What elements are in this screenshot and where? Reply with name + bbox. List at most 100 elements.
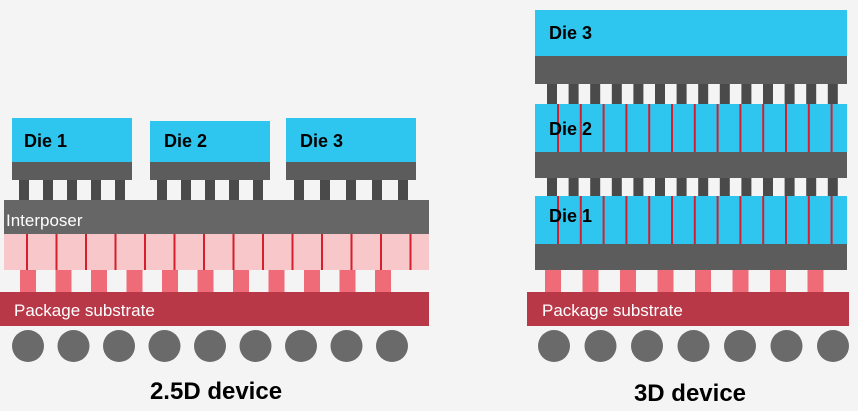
solder-ball [239,330,272,362]
microbump [763,84,773,104]
via [203,234,205,270]
microbump [741,84,752,104]
die-3-top [286,118,416,162]
microbump [91,180,101,200]
via [716,196,719,244]
microbump [719,178,730,196]
package-bump [657,270,674,292]
via [602,196,605,244]
via [291,234,294,270]
die-3-base-3d [535,56,847,84]
interposer [4,200,429,234]
via [762,104,765,152]
die-2-top [150,121,270,162]
microbumps-2-5d [19,180,408,200]
microbump [320,180,330,200]
package-bump [162,270,178,292]
solder-ball [12,330,44,362]
microbump [115,180,125,200]
microbump [741,178,752,196]
solder-ball [631,330,663,362]
via [785,196,787,244]
solder-ball [770,330,803,362]
package-bump [620,270,636,292]
package-substrate-label-3d: Package substrate [542,301,683,320]
package-bump [695,270,711,292]
solder-ball [285,330,317,362]
microbump [784,178,795,196]
via [671,104,673,152]
solder-ball [584,330,617,362]
package-bump [732,270,749,292]
microbump [590,84,601,104]
via [785,104,787,152]
microbumps-3d-upper [547,84,838,104]
die-2-top-3d [535,104,847,152]
microbump [633,84,644,104]
microbump [19,180,29,200]
die-2-group: Die 2 [150,121,270,180]
microbump [676,84,687,104]
package-substrate-label-2-5d: Package substrate [14,301,155,320]
package-bumps-3d [545,270,824,292]
microbump [827,84,838,104]
package-bump [807,270,824,292]
solder-ball [538,330,570,362]
via [648,196,651,244]
solder-ball [57,330,90,362]
package-bump [545,270,561,292]
package-bump [197,270,214,292]
die-2-label-3d: Die 2 [549,119,592,139]
via [671,196,673,244]
microbump [547,84,557,104]
via [602,104,605,152]
via [350,234,353,270]
package-substrate-2-5d [0,292,429,326]
via [693,104,696,152]
through-silicon-vias-die-1 [557,196,833,244]
microbump [229,180,239,200]
die-1-base [12,162,132,180]
microbump [655,84,665,104]
microbump [205,180,215,200]
die-1-group: Die 1 [12,118,132,180]
die-1-base-3d [535,244,847,270]
microbump [547,178,557,196]
solder-ball [817,330,849,362]
via [625,196,628,244]
microbump [568,84,579,104]
microbump [719,84,730,104]
package-bump [233,270,249,292]
package-bumps-2-5d [20,270,391,292]
via [173,234,176,270]
die-3-top-3d [535,10,847,56]
caption-3d-device: 3D device [633,380,747,407]
solder-balls-3d [538,330,849,362]
microbump [43,180,53,200]
die-3-label: Die 3 [300,131,343,151]
microbump [698,178,709,196]
microbump [763,178,773,196]
via [762,196,765,244]
microbump [181,180,191,200]
via [557,196,559,244]
microbump [398,180,408,200]
via [807,104,810,152]
via [380,234,382,270]
solder-ball [103,330,135,362]
via [409,234,412,270]
via [830,196,833,244]
package-bump [375,270,391,292]
microbump [611,178,622,196]
through-silicon-vias-die-2 [557,104,833,152]
interposer-label: Interposer [6,211,83,230]
interposer-via-zone [4,234,429,270]
microbump [806,178,817,196]
package-bump [126,270,143,292]
package-bump [20,270,36,292]
via [262,234,264,270]
package-substrate-3d [527,292,849,326]
via [55,234,58,270]
microbump [294,180,304,200]
